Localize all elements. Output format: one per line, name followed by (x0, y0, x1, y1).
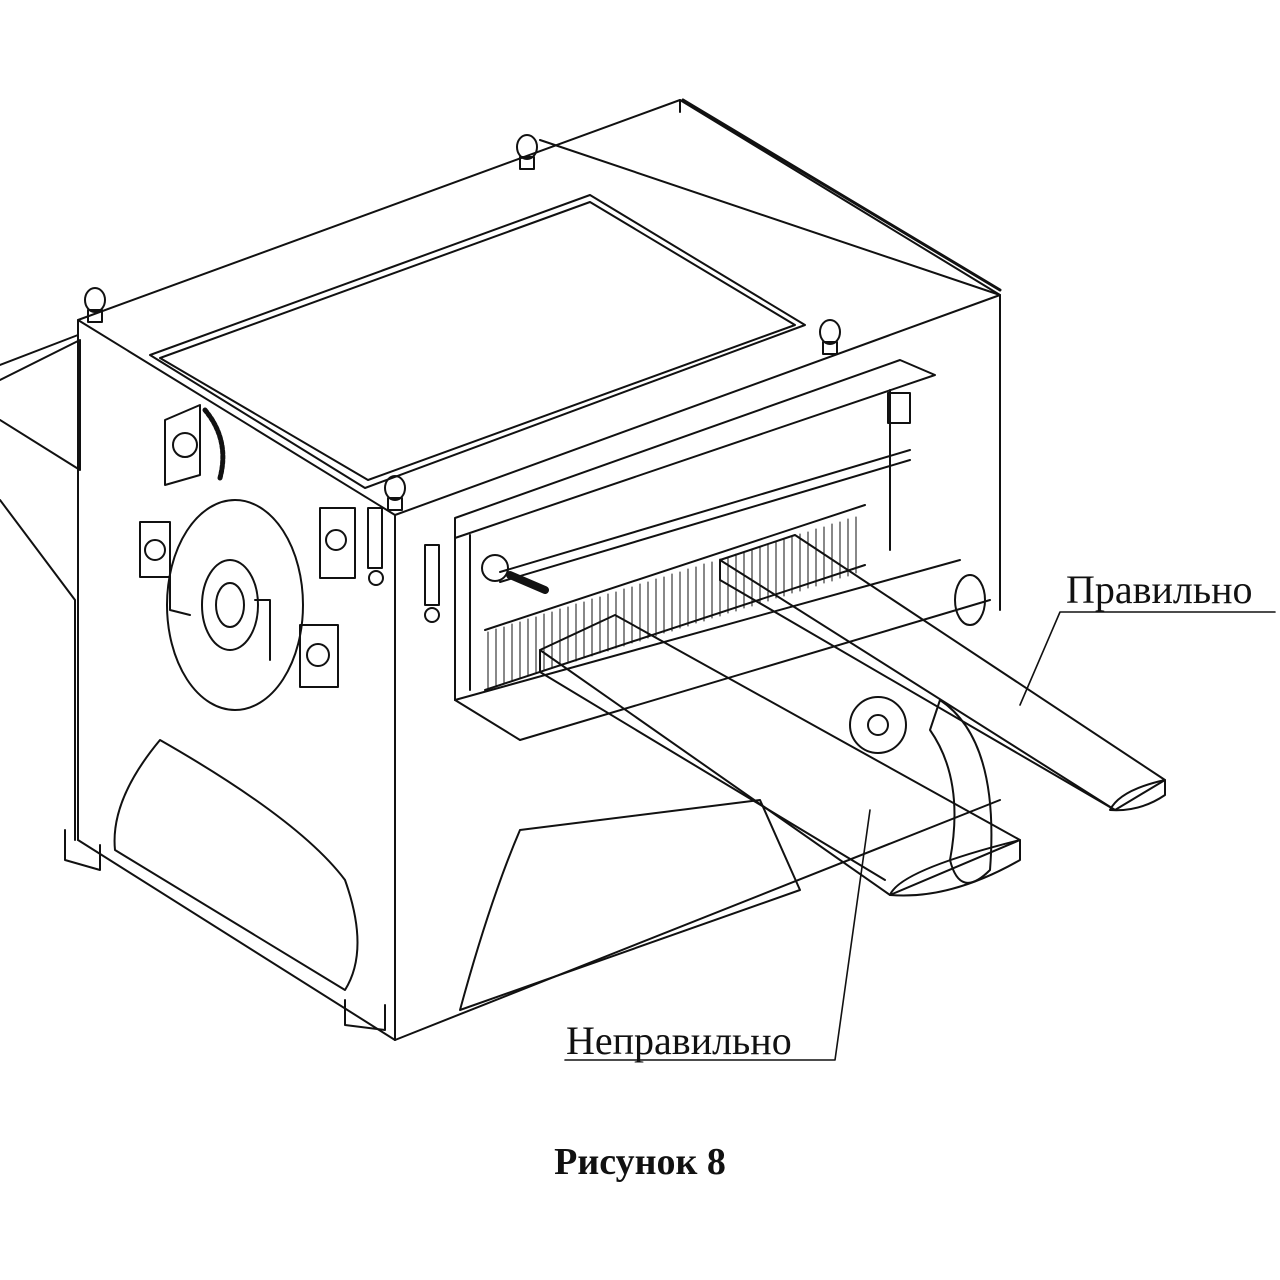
lower-cutouts (64, 739, 801, 1031)
top-lid (149, 139, 1001, 489)
leader-lines (564, 611, 1276, 1061)
side-controls (164, 404, 440, 623)
lifting-eyes (84, 134, 841, 511)
workpiece-incorrect (539, 614, 1021, 897)
machine-housing (77, 98, 1002, 1041)
roller-frame (454, 359, 991, 741)
callout-correct-label: Правильно (1066, 567, 1253, 612)
callout-incorrect-label: Неправильно (566, 1018, 792, 1063)
left-hopper (0, 334, 81, 841)
figure-caption: Рисунок 8 (554, 1141, 726, 1183)
right-mount (849, 574, 993, 884)
brush-pattern (487, 516, 857, 689)
workpiece-correct (719, 534, 1166, 812)
side-disc (139, 499, 356, 711)
